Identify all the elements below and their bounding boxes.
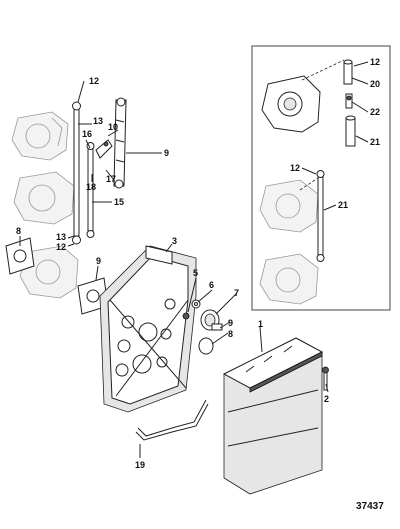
inset-frame xyxy=(251,45,391,311)
fitting-item-22 xyxy=(345,93,353,109)
link-rod-inset xyxy=(316,170,325,262)
callout-5: 6 xyxy=(209,280,214,290)
callout-12-inset: 12 xyxy=(370,57,380,67)
throttle-link-assembly xyxy=(113,97,127,189)
rod-item-19 xyxy=(343,59,353,85)
callout-22: 22 xyxy=(370,107,380,117)
carburetor-inset-main xyxy=(261,75,321,133)
callout-12-left-top: 12 xyxy=(89,76,99,86)
seal-item-7 xyxy=(198,337,214,355)
callout-14: 15 xyxy=(114,197,124,207)
callout-21: 21 xyxy=(338,200,348,210)
callout-2: 2 xyxy=(324,394,329,404)
intake-manifold xyxy=(99,245,197,413)
callout-18: 19 xyxy=(135,460,145,470)
callout-15: 16 xyxy=(82,129,92,139)
callout-4: 5 xyxy=(193,268,198,278)
callout-13-lower: 13 xyxy=(56,232,66,242)
hose-item-18 xyxy=(135,399,209,441)
carburetor-ghost-middle xyxy=(13,171,75,225)
carburetor-ghost-inset-upper xyxy=(259,179,319,233)
inset-guide-line xyxy=(301,59,345,81)
callout-17: 18 xyxy=(86,182,96,192)
callout-9-center: 9 xyxy=(96,256,101,266)
small-lever xyxy=(95,139,113,159)
silencer-cover xyxy=(222,337,324,495)
callout-12-left-bottom: 12 xyxy=(56,242,66,252)
carburetor-ghost-lower xyxy=(19,245,79,299)
leader-lines xyxy=(19,61,369,458)
callout-9-left: 8 xyxy=(16,226,21,236)
callout-13-upper: 13 xyxy=(93,116,103,126)
callout-20: 21 xyxy=(370,137,380,147)
callout-11: 10 xyxy=(108,122,118,132)
callout-3: 3 xyxy=(172,236,177,246)
gasket-left xyxy=(5,237,35,275)
sleeve-item-20 xyxy=(345,115,356,147)
callout-12-inset-lower: 12 xyxy=(290,163,300,173)
callout-10: 9 xyxy=(164,148,169,158)
callout-7: 8 xyxy=(228,329,233,339)
callout-19: 20 xyxy=(370,79,380,89)
carburetor-ghost-upper xyxy=(11,111,69,161)
screw-item-2 xyxy=(322,366,329,391)
plug-item-8 xyxy=(211,323,223,331)
callout-6: 7 xyxy=(234,288,239,298)
carburetor-ghost-inset-lower xyxy=(259,253,319,305)
callout-16: 17 xyxy=(106,174,116,184)
fastener-item-4 xyxy=(182,312,190,320)
link-rod-center xyxy=(86,142,95,238)
inset-guide-line xyxy=(299,177,319,191)
link-rod-left xyxy=(72,101,81,245)
callout-1: 1 xyxy=(258,319,263,329)
figure-number: 37437 xyxy=(356,501,384,512)
callout-8: 9 xyxy=(228,318,233,328)
